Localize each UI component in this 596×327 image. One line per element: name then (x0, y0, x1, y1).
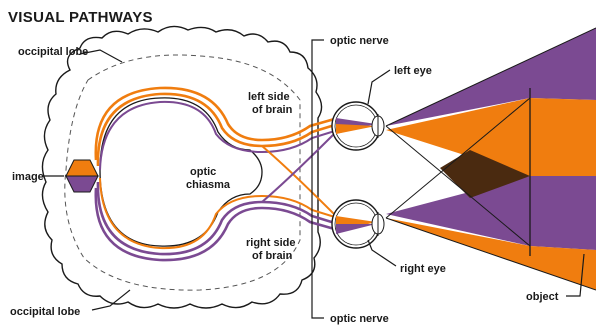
label-occipital-lobe-bottom: occipital lobe (10, 306, 80, 318)
right-eye (332, 200, 384, 248)
label-optic-nerve-bottom: optic nerve (330, 313, 389, 325)
label-optic-nerve-top: optic nerve (330, 35, 389, 47)
right-eye-leader (368, 240, 396, 266)
left-eye-leader (368, 70, 390, 104)
label-right-side-2: of brain (252, 250, 293, 262)
label-right-eye: right eye (400, 263, 446, 275)
label-left-eye: left eye (394, 65, 432, 77)
label-left-side-1: left side (248, 91, 290, 103)
label-left-side-2: of brain (252, 104, 293, 116)
label-occipital-lobe-top: occipital lobe (18, 46, 88, 58)
label-right-side-1: right side (246, 237, 296, 249)
label-object: object (526, 291, 559, 303)
left-eye (332, 102, 384, 150)
diagram-title: VISUAL PATHWAYS (8, 9, 153, 26)
label-optic-chiasma-1: optic (190, 166, 216, 178)
label-optic-chiasma-2: chiasma (186, 179, 231, 191)
label-image: image (12, 171, 44, 183)
